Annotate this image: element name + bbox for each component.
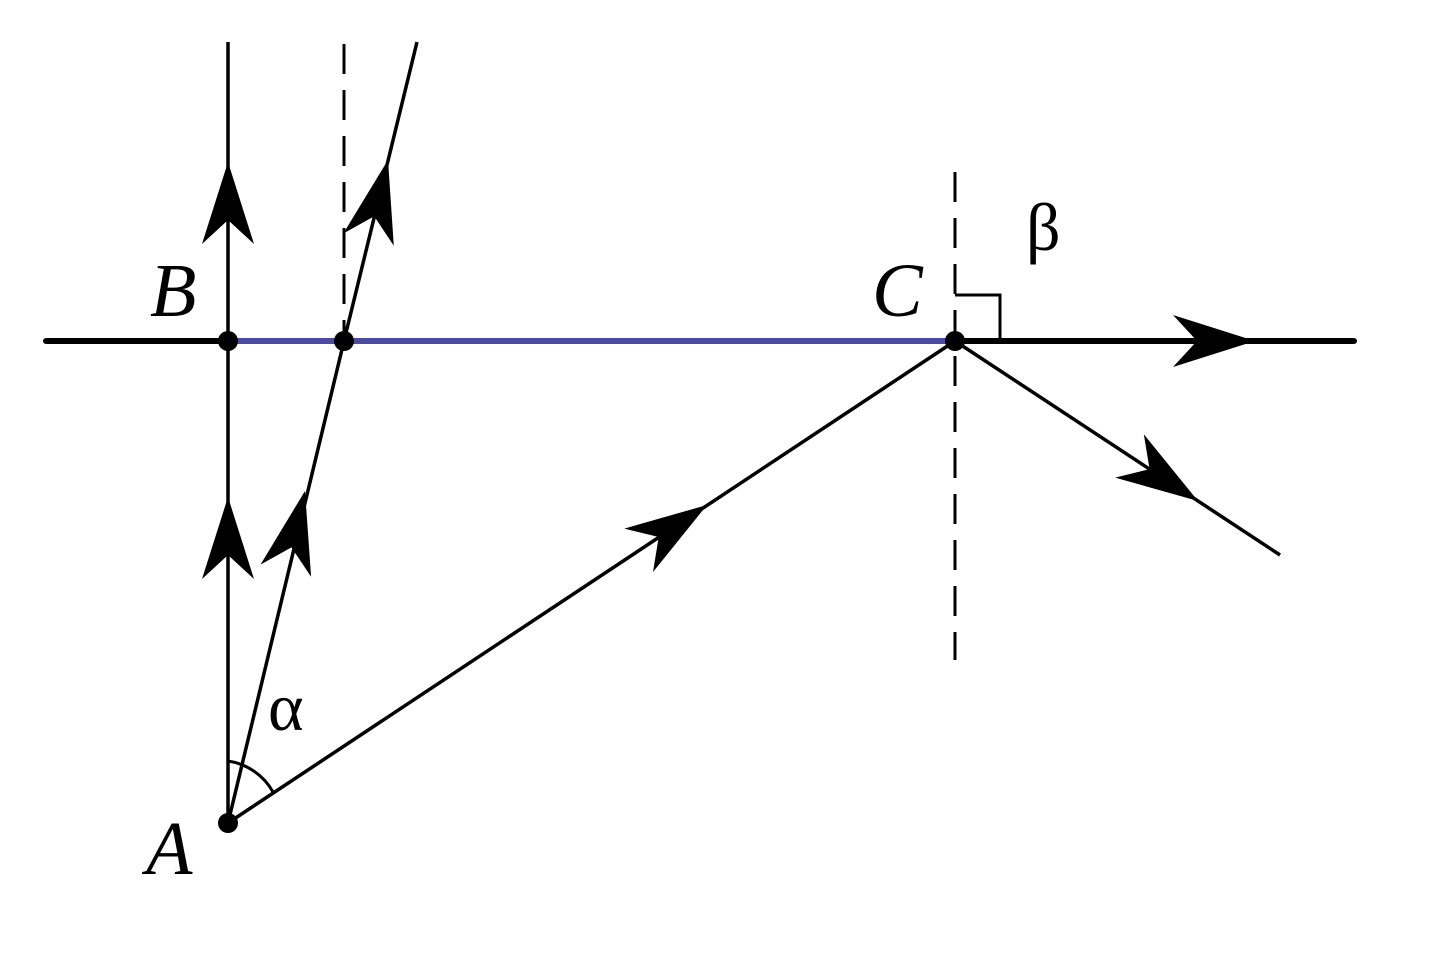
arrowhead-critical [624,505,707,572]
label-beta: β [1026,189,1061,265]
arrowheads [202,160,1255,579]
ray-oblique-incident [226,340,346,824]
right-angle-marker [955,293,1002,341]
arrowhead-surface [1173,315,1255,367]
arrowhead-oblique-upper [343,160,394,246]
arrowhead-oblique-lower [260,491,312,577]
arrowhead-vertical-upper [202,162,254,244]
angle-alpha-arc [227,759,275,793]
point-c [945,331,965,351]
ray-reflected [954,339,1281,557]
point-a [218,813,238,833]
arrowhead-reflected [1115,434,1198,501]
arrowhead-vertical-lower [202,497,254,579]
ray-critical-incident [227,339,956,825]
label-c: C [872,249,924,333]
point-refraction [334,331,354,351]
point-b [218,331,238,351]
label-b: B [150,249,196,333]
label-alpha: α [268,669,304,745]
label-a: A [141,807,193,891]
